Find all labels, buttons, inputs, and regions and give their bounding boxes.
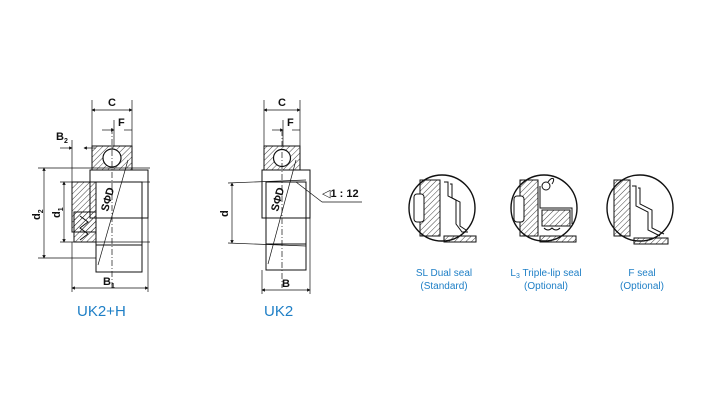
seal-l3-detail <box>510 174 578 243</box>
seal-f-caption-line2: (Optional) <box>620 281 664 292</box>
uk2-drawing: C F B d SΦD ◁1 : 12 UK2 <box>219 97 362 320</box>
uk2h-outer-ring <box>89 169 149 219</box>
seal-f-caption-line1: F seal <box>628 268 655 279</box>
uk2h-label-f: F <box>118 117 125 129</box>
uk2-title: UK2 <box>264 303 293 320</box>
uk2-label-b: B <box>282 278 290 290</box>
uk2h-drawing: C F B2 B1 d2 d1 SΦD UK2+H <box>31 97 150 320</box>
uk2h-nut-teeth <box>79 215 89 241</box>
uk2-label-d: d <box>219 210 231 217</box>
uk2h-title: UK2+H <box>77 303 126 320</box>
uk2-label-f: F <box>287 117 294 129</box>
uk2h-locknut <box>73 211 97 243</box>
uk2h-label-d1: d1 <box>51 207 65 218</box>
uk2h-label-sphere: SΦD <box>99 186 117 213</box>
seal-f-detail <box>606 174 674 245</box>
uk2h-label-c: C <box>108 97 116 109</box>
seal-l3-caption-line1: L3 Triple-lip seal <box>510 268 581 280</box>
uk2h-label-b1: B1 <box>103 276 115 290</box>
seal-sl-caption-line1: SL Dual seal <box>416 268 472 279</box>
uk2-inner-bottom <box>265 243 307 271</box>
uk2-label-taper: ◁1 : 12 <box>322 188 359 200</box>
uk2h-label-b2: B2 <box>56 131 68 145</box>
uk2h-inner-bottom <box>95 244 143 273</box>
uk2-label-sphere: SΦD <box>269 186 287 213</box>
uk2-inner-ring <box>265 181 307 271</box>
seal-sl-caption-line2: (Standard) <box>420 281 467 292</box>
uk2-label-c: C <box>278 97 286 109</box>
seal-l3-caption-line2: (Optional) <box>524 281 568 292</box>
seal-sl-detail <box>408 174 477 243</box>
uk2h-label-d2: d2 <box>31 209 45 220</box>
uk2-outer-ring <box>261 169 311 219</box>
